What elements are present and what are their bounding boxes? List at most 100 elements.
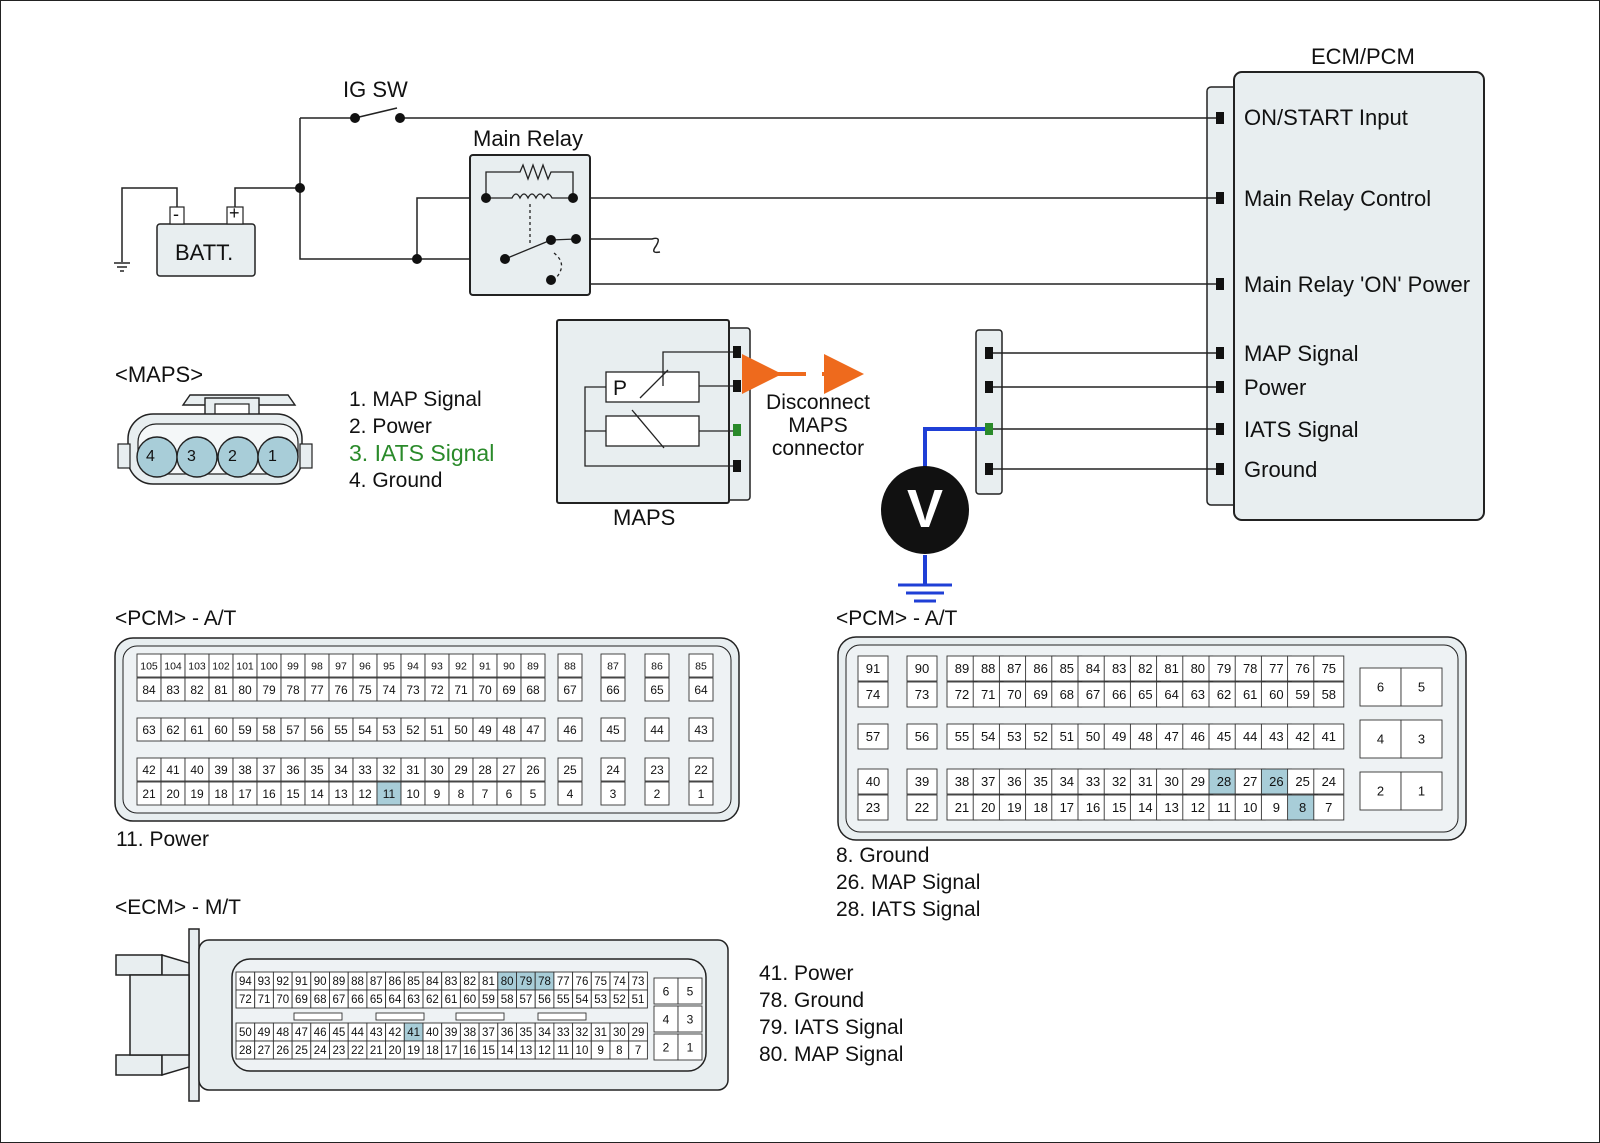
ecm-mt-pin-3: 3: [677, 1005, 703, 1033]
svg-text:28: 28: [1217, 774, 1231, 789]
svg-text:32: 32: [1112, 774, 1126, 789]
svg-text:19: 19: [407, 1045, 420, 1057]
ecm-mt-pin-57: 57: [516, 989, 536, 1009]
pcm-at-right-pin-54: 54: [972, 723, 1004, 750]
svg-text:8: 8: [616, 1045, 622, 1057]
pcm-at-left-pin-30: 30: [424, 757, 450, 782]
svg-text:17: 17: [238, 787, 252, 801]
ecm-mt-pin-79: 79: [516, 971, 536, 991]
pcm-at-right-pin-16: 16: [1077, 794, 1109, 821]
pcm-at-left-pin-24: 24: [600, 757, 626, 782]
harness-pins: [985, 347, 993, 475]
pcm-at-left-pin-97: 97: [328, 653, 354, 678]
svg-text:34: 34: [334, 763, 348, 777]
ecm-mt-pin-67: 67: [329, 989, 349, 1009]
svg-text:42: 42: [389, 1027, 402, 1039]
svg-text:14: 14: [310, 787, 324, 801]
svg-text:85: 85: [407, 976, 420, 988]
svg-text:60: 60: [1269, 687, 1283, 702]
svg-text:26: 26: [276, 1045, 289, 1057]
ecm-mt-pin-61: 61: [441, 989, 461, 1009]
ecm-mt-pin-77: 77: [553, 971, 574, 991]
svg-text:3: 3: [610, 787, 617, 801]
ecm-mt-pin-41: 41: [403, 1022, 424, 1042]
pcm-at-right-pin-80: 80: [1182, 655, 1214, 682]
svg-text:89: 89: [332, 976, 345, 988]
pcm-at-right-pin-71: 71: [972, 681, 1004, 708]
svg-text:22: 22: [694, 763, 708, 777]
ecm-mt-pin-54: 54: [572, 989, 592, 1009]
ecm-mt-pin-44: 44: [347, 1022, 368, 1042]
svg-text:77: 77: [1269, 661, 1283, 676]
pcm-at-left-pin-76: 76: [328, 677, 354, 702]
ecm-mt-pin-92: 92: [272, 971, 293, 991]
svg-text:36: 36: [501, 1027, 514, 1039]
sensor-harness-wiring: [993, 352, 1216, 470]
ecm-mt-pin-85: 85: [403, 971, 424, 991]
maps-pressure-label: P: [613, 377, 628, 400]
svg-text:96: 96: [359, 660, 371, 672]
probe-wire: [923, 427, 985, 585]
svg-text:35: 35: [519, 1027, 532, 1039]
svg-text:31: 31: [406, 763, 420, 777]
pcm-at-right-pin-89: 89: [946, 655, 978, 682]
harness-connector: [975, 329, 1003, 495]
svg-text:3: 3: [687, 1012, 694, 1026]
svg-text:21: 21: [142, 787, 156, 801]
main-relay-label: Main Relay: [473, 126, 584, 151]
svg-text:26: 26: [526, 763, 540, 777]
svg-text:58: 58: [1322, 687, 1336, 702]
svg-text:67: 67: [563, 683, 577, 697]
pcm-at-left-pin-21: 21: [136, 781, 162, 806]
pcm-at-left-pin-79: 79: [256, 677, 282, 702]
ecm-mt-pin-71: 71: [254, 989, 274, 1009]
svg-text:7: 7: [1325, 800, 1332, 815]
pcm-at-left-pin-41: 41: [160, 757, 186, 782]
pcm-at-right-pin-58: 58: [1313, 681, 1345, 708]
pcm-at-left-pin-47: 47: [520, 717, 546, 742]
svg-text:32: 32: [576, 1027, 589, 1039]
pcm-at-right-pin-45: 45: [1208, 723, 1240, 750]
ecm-mt-pin-1: 1: [677, 1033, 703, 1061]
svg-text:54: 54: [576, 994, 589, 1006]
ecm-mt-pin-11: 11: [553, 1040, 574, 1060]
maps-pin-desc-1: 1. MAP Signal: [349, 388, 482, 411]
pcm-at-left-pin-19: 19: [184, 781, 210, 806]
pcm-at-right-pin-10: 10: [1234, 794, 1266, 821]
svg-text:29: 29: [454, 763, 468, 777]
pcm-at-left-pin-9: 9: [424, 781, 450, 806]
pcm-at-right-pin-82: 82: [1129, 655, 1161, 682]
svg-text:63: 63: [407, 994, 420, 1006]
ecm-mt-pin-21: 21: [366, 1040, 387, 1060]
svg-text:19: 19: [190, 787, 204, 801]
svg-text:27: 27: [1243, 774, 1257, 789]
pcm-at-right-pin-25: 25: [1287, 768, 1319, 795]
pcm-at-left-pin-65: 65: [644, 677, 670, 702]
svg-text:92: 92: [276, 976, 289, 988]
svg-text:20: 20: [166, 787, 180, 801]
svg-text:77: 77: [310, 683, 324, 697]
ecm-mt-note-1: 41. Power: [759, 962, 854, 985]
svg-text:11: 11: [383, 787, 396, 801]
svg-text:23: 23: [866, 800, 880, 815]
pcm-at-right-pin-9: 9: [1260, 794, 1292, 821]
pcm-at-left-pin-83: 83: [160, 677, 186, 702]
pcm-at-left-pin-89: 89: [520, 653, 546, 678]
pcm-at-right-pin-67: 67: [1077, 681, 1109, 708]
pcm-at-left-pin-37: 37: [256, 757, 282, 782]
ecm-mt-pin-93: 93: [254, 971, 274, 991]
svg-text:12: 12: [1191, 800, 1205, 815]
pcm-at-left-pin-13: 13: [328, 781, 354, 806]
svg-text:83: 83: [445, 976, 458, 988]
svg-text:58: 58: [262, 723, 276, 737]
svg-text:1: 1: [1418, 784, 1425, 799]
svg-text:32: 32: [382, 763, 396, 777]
svg-text:24: 24: [606, 763, 620, 777]
pcm-at-left-pin-69: 69: [496, 677, 522, 702]
svg-text:91: 91: [295, 976, 308, 988]
ecm-mt-latch-1: [293, 1012, 343, 1021]
pcm-at-left-pin-85: 85: [688, 653, 714, 678]
svg-text:94: 94: [407, 660, 419, 672]
pcm-at-left-pin-78: 78: [280, 677, 306, 702]
svg-text:48: 48: [502, 723, 516, 737]
